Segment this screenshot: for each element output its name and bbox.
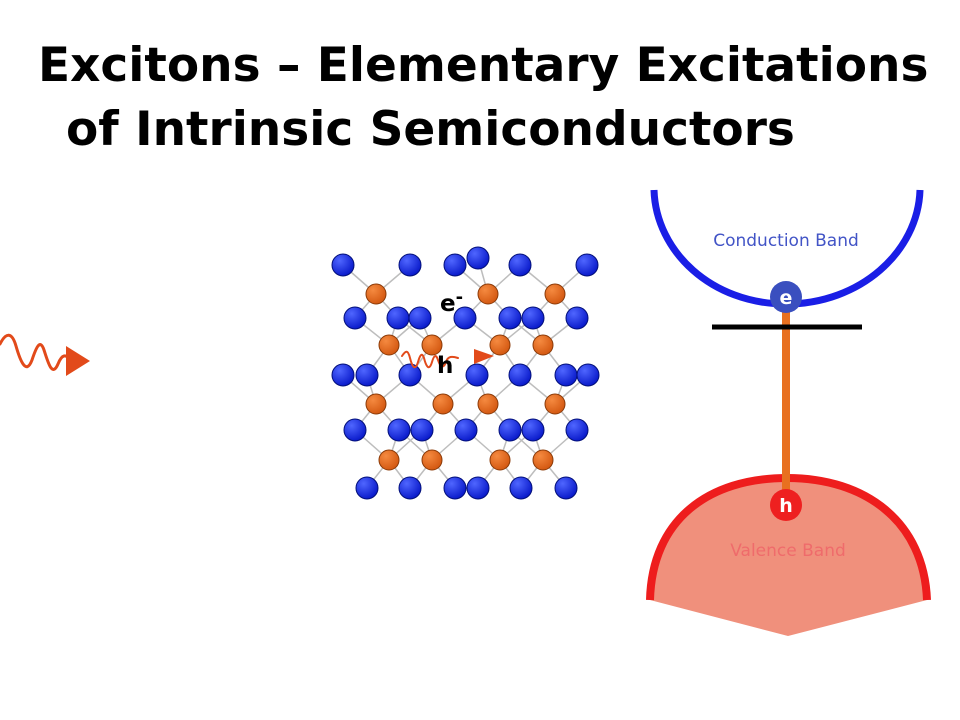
- lattice-atom-orange: [378, 334, 400, 356]
- lattice-atom-blue: [355, 363, 379, 387]
- lattice-atom-blue: [386, 306, 410, 330]
- lattice-photon: [401, 349, 494, 369]
- lattice-atom-blue: [410, 418, 434, 442]
- lattice-atom-orange: [477, 283, 499, 305]
- lattice-photon-arrowhead: [474, 349, 494, 364]
- valence-band-label: Valence Band: [730, 541, 846, 561]
- title-line-1: Excitons – Elementary Excitations: [38, 38, 929, 93]
- slide-title: Excitons – Elementary Excitations of Int…: [38, 34, 938, 162]
- lattice-atom-orange: [421, 334, 443, 356]
- lattice-atom-blue: [575, 253, 599, 277]
- lattice-hole-label: h: [437, 353, 453, 379]
- lattice-atom-orange: [544, 283, 566, 305]
- lattice-atoms: [331, 246, 600, 500]
- lattice-atom-orange: [365, 393, 387, 415]
- lattice-atom-blue: [521, 306, 545, 330]
- crystal-lattice: e- h: [331, 246, 600, 500]
- lattice-atom-orange: [378, 449, 400, 471]
- lattice-atom-blue: [343, 306, 367, 330]
- lattice-atom-blue: [453, 306, 477, 330]
- band-hole-label: h: [779, 495, 793, 517]
- lattice-atom-blue: [565, 418, 589, 442]
- lattice-atom-blue: [398, 476, 422, 500]
- hole-circle: [770, 489, 802, 521]
- lattice-atom-blue: [554, 476, 578, 500]
- lattice-atom-blue: [331, 363, 355, 387]
- lattice-atom-blue: [387, 418, 411, 442]
- lattice-atom-blue: [554, 363, 578, 387]
- conduction-band-label: Conduction Band: [713, 231, 859, 251]
- lattice-atom-orange: [544, 393, 566, 415]
- lattice-atom-blue: [508, 253, 532, 277]
- lattice-atom-orange: [532, 449, 554, 471]
- lattice-atom-orange: [477, 393, 499, 415]
- lattice-atom-orange: [421, 449, 443, 471]
- lattice-atom-blue: [509, 476, 533, 500]
- lattice-atom-blue: [466, 476, 490, 500]
- lattice-atom-blue: [355, 476, 379, 500]
- lattice-photon-wave: [401, 350, 459, 369]
- lattice-atom-orange: [432, 393, 454, 415]
- lattice-atom-blue: [331, 253, 355, 277]
- incoming-photon: [0, 333, 90, 376]
- lattice-electron-letter: e: [440, 291, 456, 317]
- lattice-atom-blue: [408, 306, 432, 330]
- lattice-atom-blue: [521, 418, 545, 442]
- photon-arrowhead: [66, 346, 90, 376]
- title-line-2: of Intrinsic Semiconductors: [66, 102, 795, 157]
- lattice-atom-blue: [398, 363, 422, 387]
- photon-wave: [0, 333, 72, 371]
- lattice-atom-blue: [443, 476, 467, 500]
- lattice-atom-blue: [466, 246, 490, 270]
- lattice-atom-orange: [489, 449, 511, 471]
- lattice-electron-charge: -: [456, 287, 463, 308]
- lattice-atom-blue: [576, 363, 600, 387]
- lattice-atom-blue: [465, 363, 489, 387]
- band-electron-label: e: [780, 287, 793, 309]
- valence-band-fill: [650, 478, 927, 636]
- electron-circle: [770, 281, 802, 313]
- lattice-atom-orange: [532, 334, 554, 356]
- lattice-atom-blue: [443, 253, 467, 277]
- lattice-atom-blue: [508, 363, 532, 387]
- lattice-atom-orange: [489, 334, 511, 356]
- lattice-electron-label: e-: [440, 287, 463, 317]
- lattice-atom-blue: [565, 306, 589, 330]
- lattice-atom-blue: [454, 418, 478, 442]
- lattice-atom-blue: [343, 418, 367, 442]
- lattice-atom-orange: [365, 283, 387, 305]
- lattice-atom-blue: [498, 306, 522, 330]
- lattice-atom-blue: [498, 418, 522, 442]
- lattice-atom-blue: [398, 253, 422, 277]
- band-diagram: e h Conduction Band Valence Band: [646, 189, 931, 636]
